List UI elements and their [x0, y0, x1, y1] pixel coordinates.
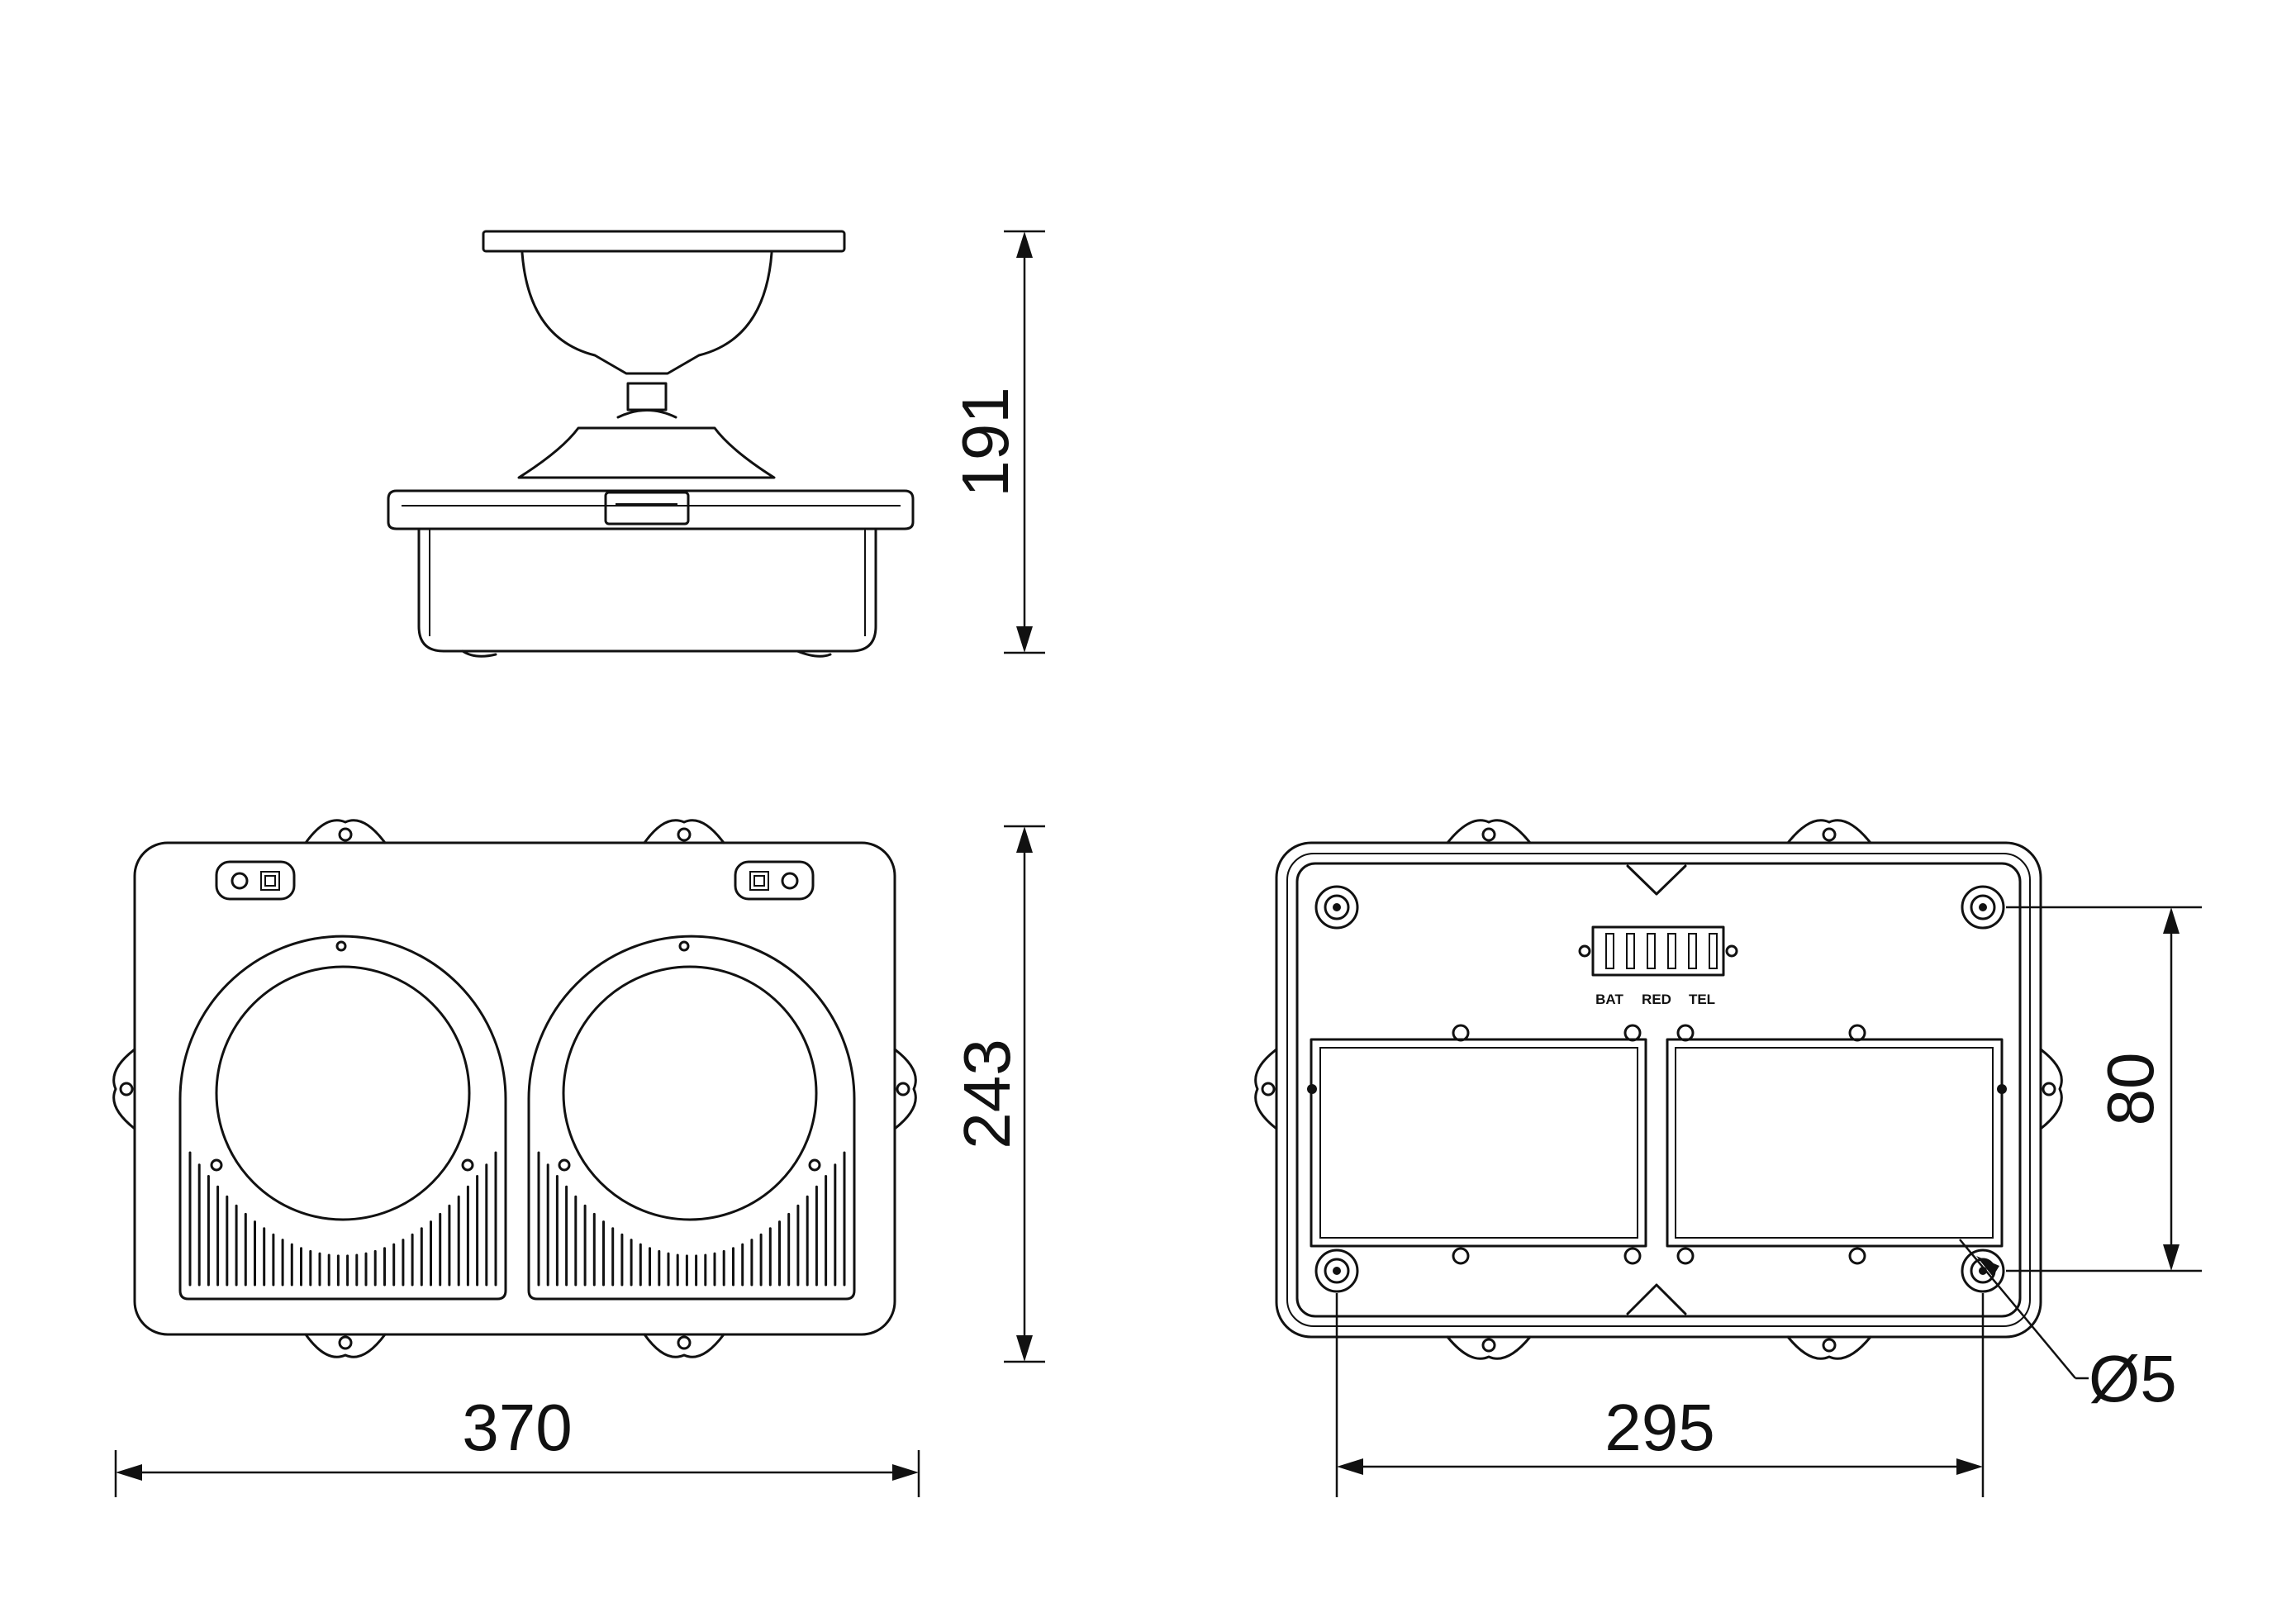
dim-243-label: 243 — [950, 1039, 1024, 1149]
dimension-191: 191 — [948, 230, 1045, 654]
terminal-label-red: RED — [1642, 992, 1671, 1007]
front-view — [112, 819, 917, 1358]
terminal-label-bat: BAT — [1595, 992, 1623, 1007]
terminal-slot — [1688, 933, 1697, 969]
terminal-label-tel: TEL — [1689, 992, 1715, 1007]
dim-191-label: 191 — [948, 387, 1022, 497]
side-view — [387, 230, 915, 658]
dim-295-label: 295 — [1604, 1391, 1714, 1464]
dimension-80: 80 — [2006, 906, 2202, 1272]
dimension-diameter: Ø5 — [1959, 1239, 2177, 1415]
terminal-slot — [1605, 933, 1614, 969]
dimension-243: 243 — [950, 825, 1045, 1363]
dim-370-label: 370 — [462, 1391, 572, 1464]
dim-80-label: 80 — [2094, 1053, 2167, 1126]
back-view: BAT RED TEL — [1254, 819, 2063, 1360]
terminal-slot — [1626, 933, 1635, 969]
dimension-295: 295 — [1335, 1293, 1985, 1497]
terminal-slot — [1709, 933, 1718, 969]
dim-diameter-label: Ø5 — [2089, 1342, 2177, 1415]
right-speaker-grille — [537, 1151, 846, 1287]
terminal-slot — [1667, 933, 1676, 969]
terminal-slot — [1647, 933, 1656, 969]
left-speaker-grille — [188, 1151, 497, 1287]
dimension-370: 370 — [114, 1391, 920, 1497]
terminal-block — [1605, 933, 1718, 969]
